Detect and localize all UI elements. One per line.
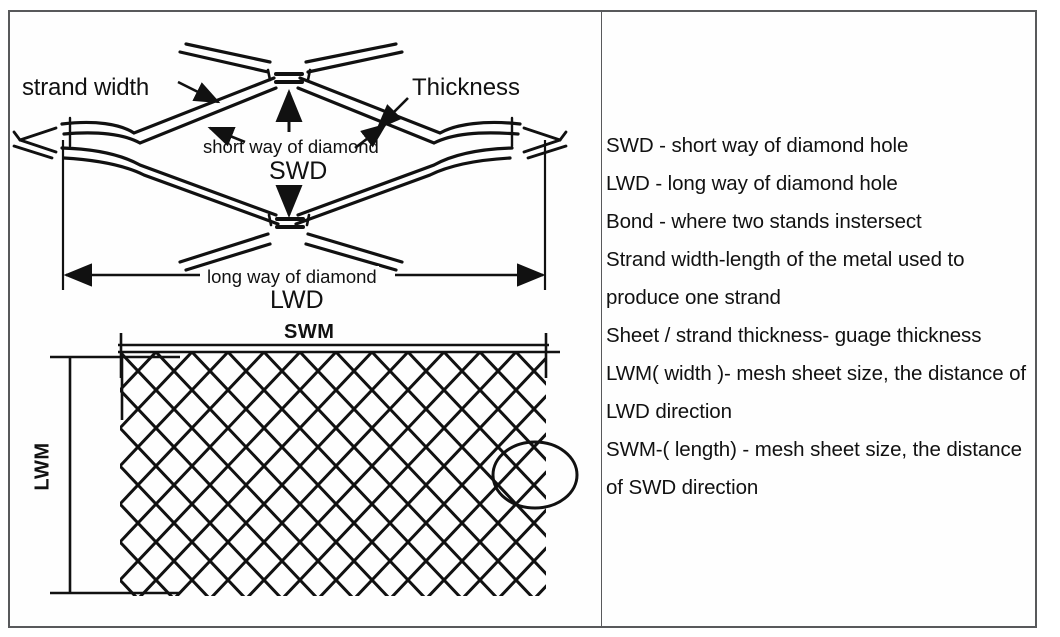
left-diagram-panel — [8, 10, 602, 628]
short-way-leader-left — [207, 126, 246, 147]
legend-line: of SWD direction — [606, 476, 759, 499]
leader-arrows — [177, 80, 409, 150]
legend-line: Strand width-length of the metal used to — [606, 248, 965, 271]
label-swd: SWD — [269, 157, 328, 185]
label-short-way-of-diamond: short way of diamond — [203, 136, 379, 157]
legend-line: LWM( width )- mesh sheet size, the dista… — [606, 362, 1026, 385]
label-lwd: LWD — [270, 286, 324, 314]
label-thickness: Thickness — [412, 74, 521, 101]
legend-line: SWD - short way of diamond hole — [606, 134, 909, 157]
right-legend-panel — [601, 10, 1037, 628]
short-way-leader-right — [354, 123, 388, 150]
thickness-leader — [376, 97, 409, 130]
label-lwm: LWM — [31, 442, 54, 491]
label-long-way-of-diamond: long way of diamond — [205, 266, 379, 288]
legend-line: LWD direction — [606, 400, 732, 423]
legend-line: produce one strand — [606, 286, 781, 309]
lwm-dimension — [50, 352, 180, 595]
legend-line: Bond - where two stands instersect — [606, 210, 922, 233]
strand-width-leader — [177, 80, 221, 104]
legend-line: LWD - long way of diamond hole — [606, 172, 898, 195]
mesh-sheet-lattice — [120, 352, 546, 596]
detail-highlight-ellipse — [491, 440, 579, 510]
label-swm: SWM — [284, 321, 335, 343]
legend-line: SWM-( length) - mesh sheet size, the dis… — [606, 438, 1022, 461]
legend-line: Sheet / strand thickness- guage thicknes… — [606, 324, 982, 347]
expanded-metal-detail — [12, 42, 568, 272]
label-strand-width: strand width — [22, 74, 149, 101]
